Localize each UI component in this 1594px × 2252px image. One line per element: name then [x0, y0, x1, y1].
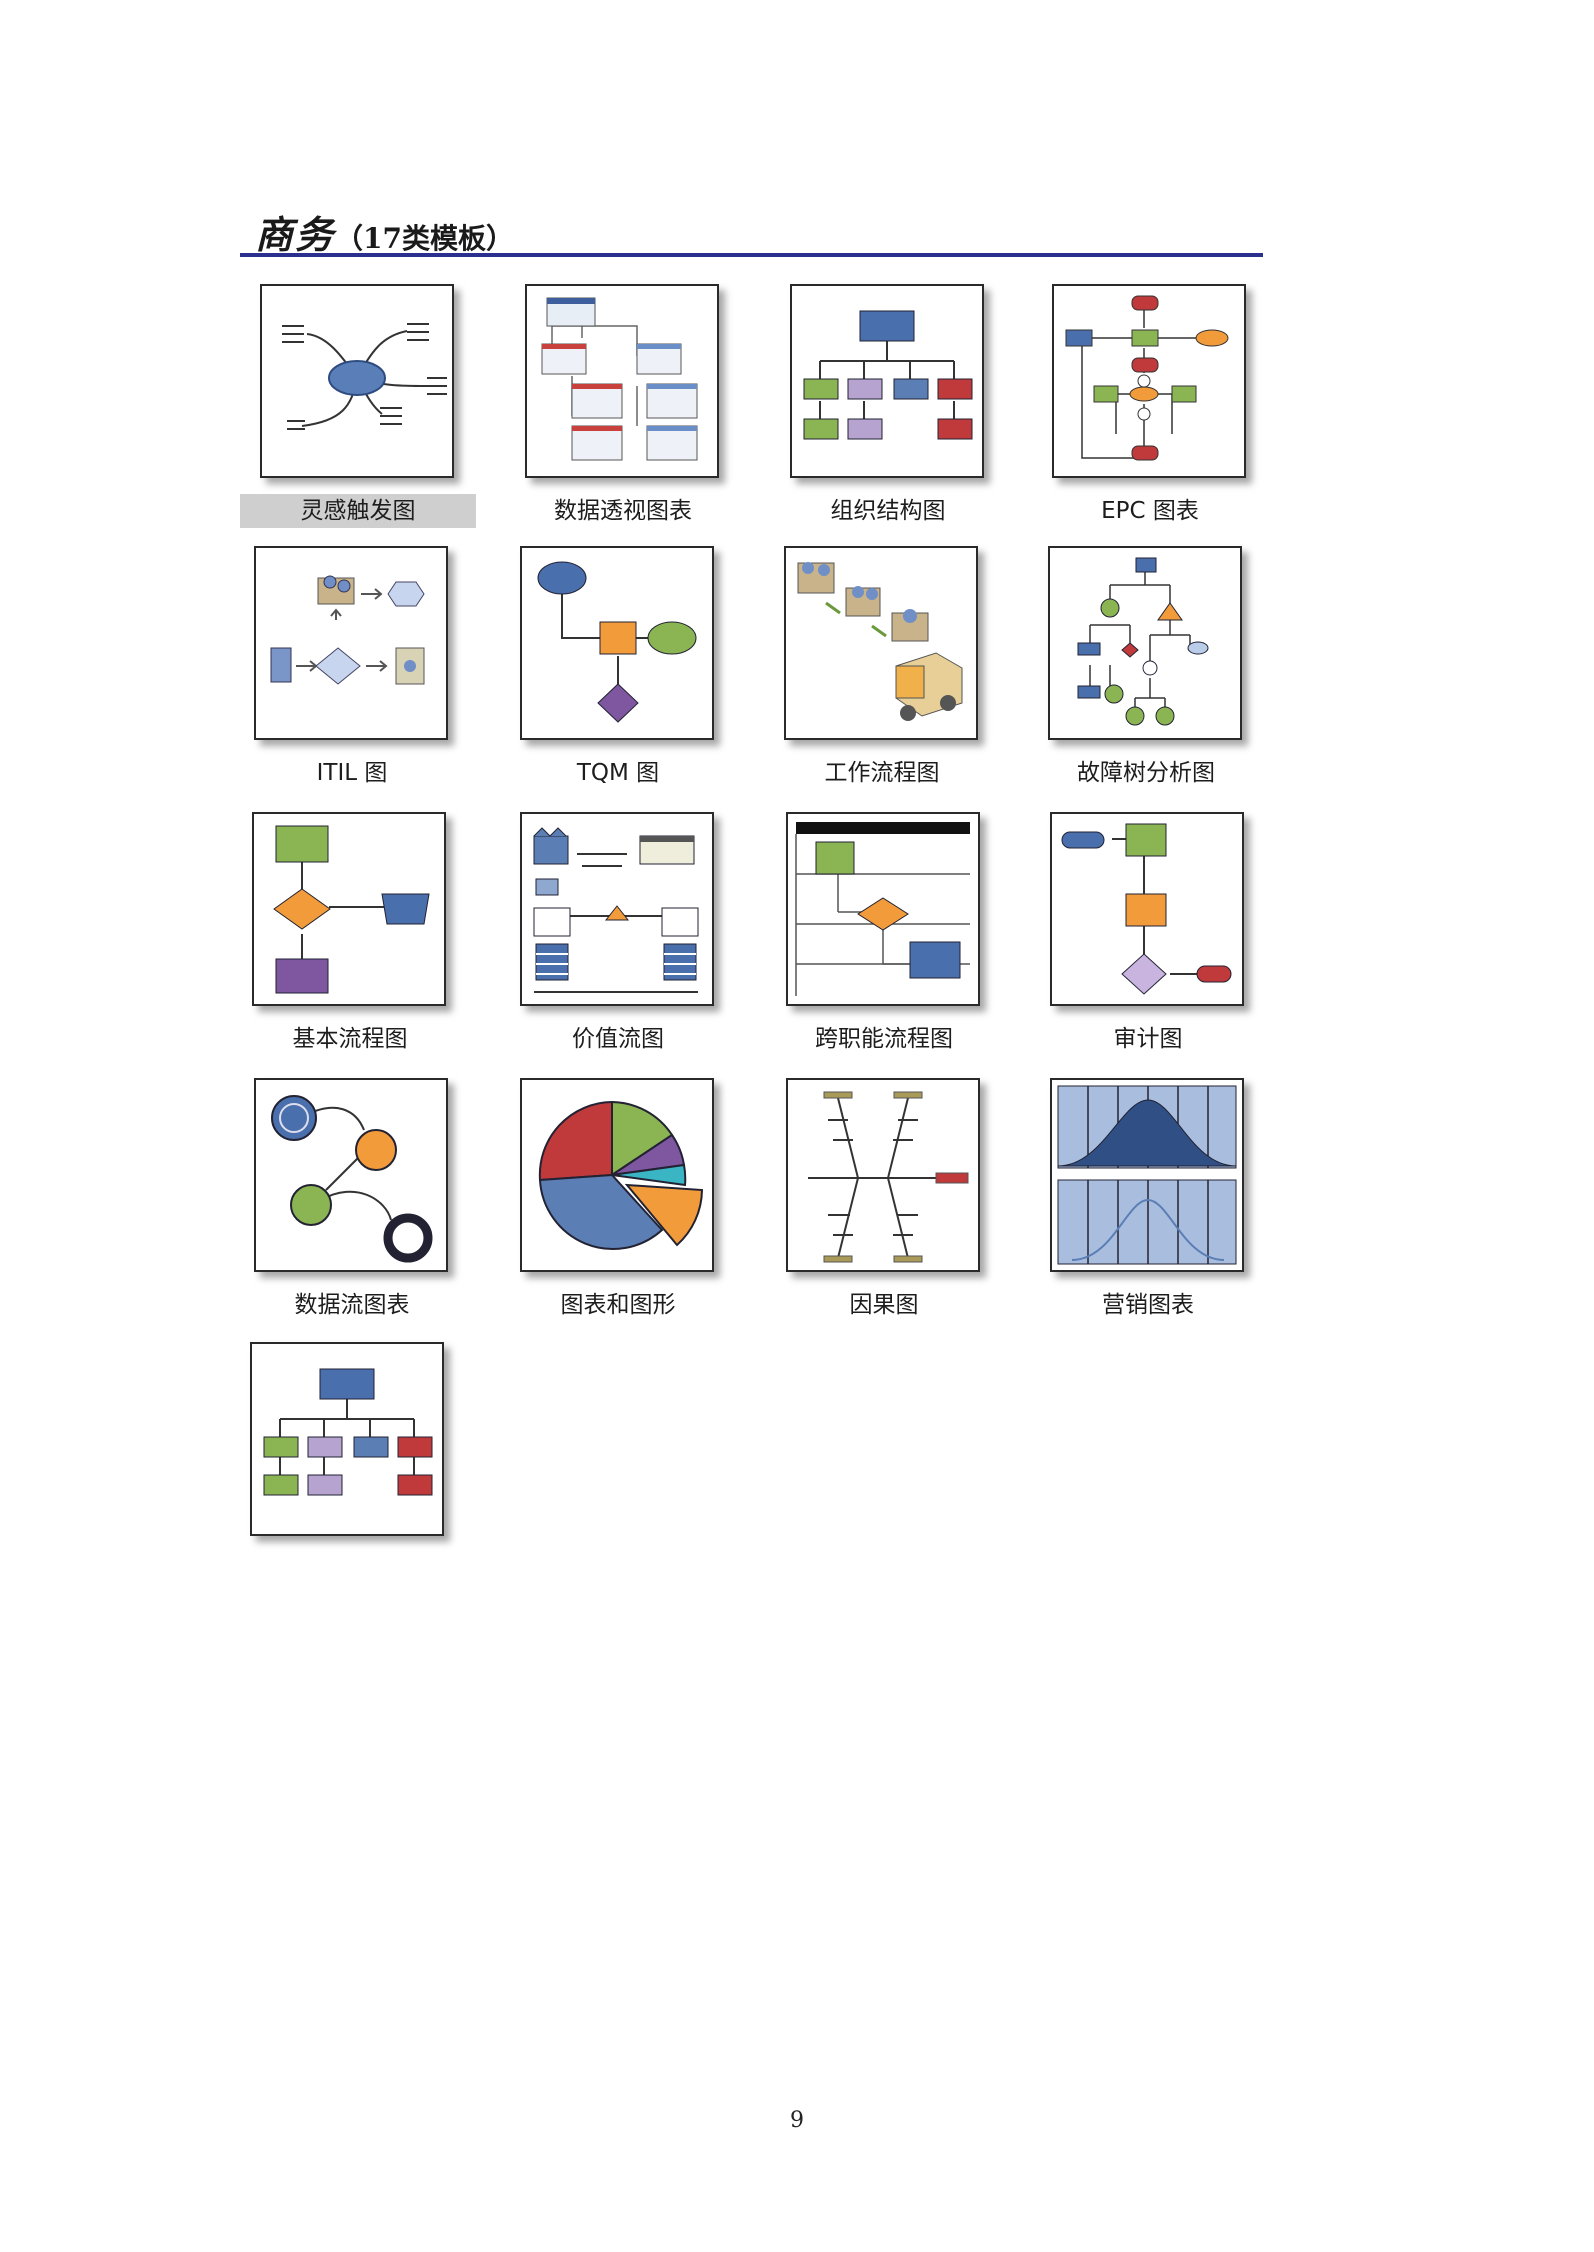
heading-rule [240, 253, 1263, 257]
template-label: 审计图 [1113, 1026, 1183, 1052]
section-subtitle: （17类模板） [335, 222, 514, 255]
mind-map-icon [260, 284, 454, 478]
template-label: 故障树分析图 [1077, 760, 1215, 786]
data-flow-icon [254, 1078, 448, 1272]
template-label: 基本流程图 [292, 1026, 408, 1052]
work-flow-icon [784, 546, 978, 740]
template-tile-cross-functional-flowchart[interactable]: 跨职能流程图 [786, 812, 1046, 1082]
template-tile-work-flow[interactable]: 工作流程图 [784, 546, 1044, 816]
template-tile-charts-graphs[interactable]: 图表和图形 [520, 1078, 780, 1348]
audit-diagram-icon [1050, 812, 1244, 1006]
template-tile-value-stream[interactable]: 价值流图 [520, 812, 780, 1082]
template-label [230, 1552, 466, 1586]
template-tile-audit-diagram[interactable]: 审计图 [1050, 812, 1310, 1082]
template-label: 灵感触发图 [240, 494, 476, 528]
itil-diagram-icon [254, 546, 448, 740]
template-tile-cause-effect[interactable]: 因果图 [786, 1078, 1046, 1348]
template-label: ITIL 图 [316, 760, 388, 786]
org-chart-icon [790, 284, 984, 478]
fault-tree-icon [1048, 546, 1242, 740]
template-tile-fault-tree[interactable]: 故障树分析图 [1048, 546, 1308, 816]
template-tile-pivot-diagram[interactable]: 数据透视图表 [525, 284, 785, 554]
template-label: 营销图表 [1102, 1292, 1194, 1318]
template-tile-basic-flowchart[interactable]: 基本流程图 [252, 812, 512, 1082]
template-label: 图表和图形 [560, 1292, 676, 1318]
template-tile-org-chart[interactable]: 组织结构图 [790, 284, 1050, 554]
epc-diagram-icon [1052, 284, 1246, 478]
marketing-chart-icon [1050, 1078, 1244, 1272]
section-title: 商务 [255, 212, 336, 257]
tqm-diagram-icon [520, 546, 714, 740]
cause-effect-icon [786, 1078, 980, 1272]
template-label: 价值流图 [572, 1026, 664, 1052]
template-label: 数据流图表 [294, 1292, 410, 1318]
template-tile-epc-diagram[interactable]: EPC 图表 [1052, 284, 1312, 554]
basic-flowchart-icon [252, 812, 446, 1006]
template-tile-tqm-diagram[interactable]: TQM 图 [520, 546, 780, 816]
charts-graphs-icon [520, 1078, 714, 1272]
template-label: 组织结构图 [830, 498, 946, 524]
value-stream-icon [520, 812, 714, 1006]
pivot-diagram-icon [525, 284, 719, 478]
template-label: TQM 图 [576, 760, 660, 786]
template-label: 跨职能流程图 [815, 1026, 953, 1052]
template-label: EPC 图表 [1101, 498, 1199, 524]
cross-functional-flowchart-icon [786, 812, 980, 1006]
org-chart-wizard-icon [250, 1342, 444, 1536]
template-tile-data-flow[interactable]: 数据流图表 [254, 1078, 514, 1348]
template-tile-mind-map[interactable]: 灵感触发图 [240, 284, 520, 554]
template-label: 数据透视图表 [554, 498, 692, 524]
page-number: 9 [790, 2108, 804, 2133]
template-label: 因果图 [849, 1292, 919, 1318]
template-tile-org-chart-wizard[interactable] [250, 1342, 510, 1612]
template-tile-itil-diagram[interactable]: ITIL 图 [254, 546, 514, 816]
template-label: 工作流程图 [824, 760, 940, 786]
section-heading: 商务（17类模板） [255, 204, 514, 259]
template-tile-marketing-chart[interactable]: 营销图表 [1050, 1078, 1310, 1348]
